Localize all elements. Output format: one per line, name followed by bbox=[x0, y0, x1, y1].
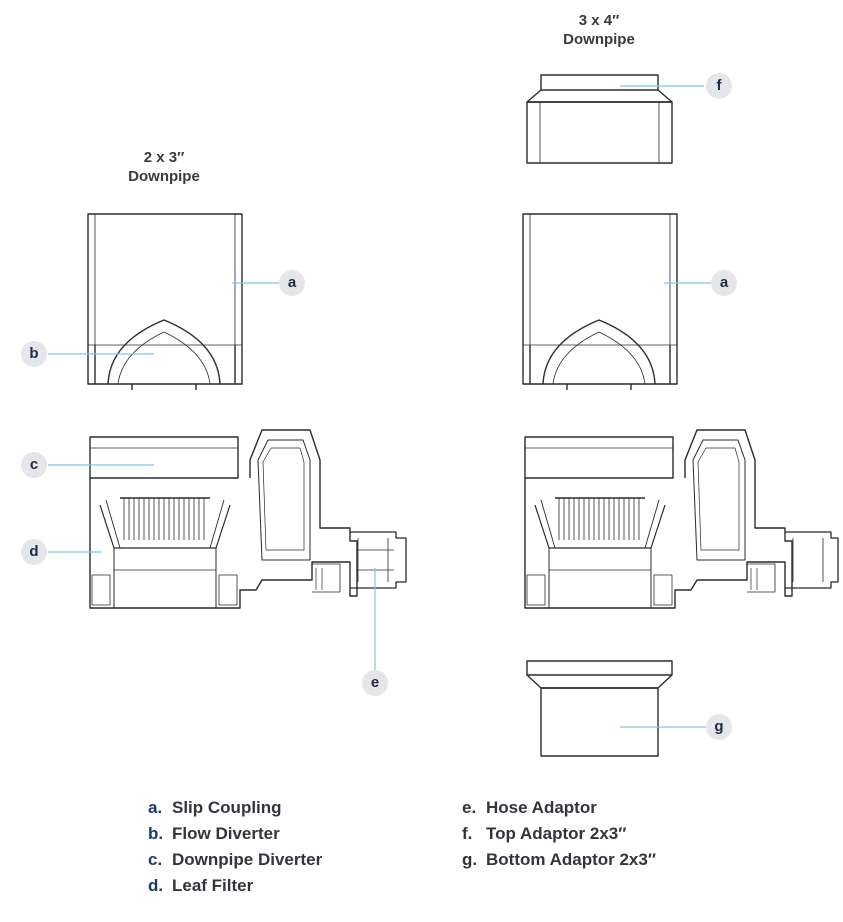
leaf-filter-slats-left bbox=[123, 498, 205, 540]
tag-a-right: a bbox=[711, 270, 737, 296]
caption-2x3-line2: Downpipe bbox=[128, 168, 200, 185]
top-adaptor-drawing bbox=[526, 74, 673, 164]
leaf-filter-slats-right bbox=[558, 498, 640, 540]
legend-letter: e. bbox=[462, 798, 477, 817]
legend-label: Leaf Filter bbox=[172, 876, 254, 895]
tag-a-left: a bbox=[279, 270, 305, 296]
legend-item-b: b. Flow Diverter bbox=[148, 821, 322, 847]
legend-item-d: d. Leaf Filter bbox=[148, 873, 322, 899]
legend-label: Bottom Adaptor 2x3″ bbox=[486, 850, 656, 869]
slip-coupling-right-drawing bbox=[522, 213, 678, 390]
tag-d: d bbox=[21, 539, 47, 565]
legend-item-c: c. Downpipe Diverter bbox=[148, 847, 322, 873]
bottom-adaptor-drawing bbox=[526, 660, 673, 757]
legend-column-2: e. Hose Adaptor f. Top Adaptor 2x3″ g. Bott… bbox=[462, 795, 656, 873]
tag-c: c bbox=[21, 452, 47, 478]
caption-3x4-downpipe: 3 x 4″ Downpipe bbox=[529, 11, 669, 49]
tag-g: g bbox=[706, 714, 732, 740]
legend-column-1: a. Slip Coupling b. Flow Diverter c. Downpi… bbox=[148, 795, 322, 899]
legend-letter: d. bbox=[148, 876, 164, 895]
legend-item-f: f. Top Adaptor 2x3″ bbox=[462, 821, 656, 847]
legend-label: Slip Coupling bbox=[172, 798, 282, 817]
legend-label: Downpipe Diverter bbox=[172, 850, 323, 869]
caption-3x4-line2: Downpipe bbox=[563, 31, 635, 48]
legend-letter: c. bbox=[148, 850, 163, 869]
legend-letter: b. bbox=[148, 824, 164, 843]
legend-letter: f. bbox=[462, 824, 473, 843]
downpipe-diverter-left-drawing bbox=[89, 429, 407, 609]
tag-b: b bbox=[21, 341, 47, 367]
caption-2x3-line1: 2 x 3″ bbox=[143, 149, 185, 166]
legend-letter: a. bbox=[148, 798, 163, 817]
tag-e: e bbox=[362, 670, 388, 696]
legend-item-g: g. Bottom Adaptor 2x3″ bbox=[462, 847, 656, 873]
legend-label: Top Adaptor 2x3″ bbox=[486, 824, 627, 843]
legend-item-a: a. Slip Coupling bbox=[148, 795, 322, 821]
legend-label: Hose Adaptor bbox=[486, 798, 597, 817]
caption-3x4-line1: 3 x 4″ bbox=[578, 12, 620, 29]
tag-f: f bbox=[706, 73, 732, 99]
legend-letter: g. bbox=[462, 850, 478, 869]
legend-item-e: e. Hose Adaptor bbox=[462, 795, 656, 821]
downpipe-diverter-right-drawing bbox=[524, 429, 839, 609]
caption-2x3-downpipe: 2 x 3″ Downpipe bbox=[94, 148, 234, 186]
leader-lines bbox=[48, 85, 712, 728]
legend-label: Flow Diverter bbox=[172, 824, 280, 843]
slip-coupling-left-drawing bbox=[87, 213, 243, 390]
